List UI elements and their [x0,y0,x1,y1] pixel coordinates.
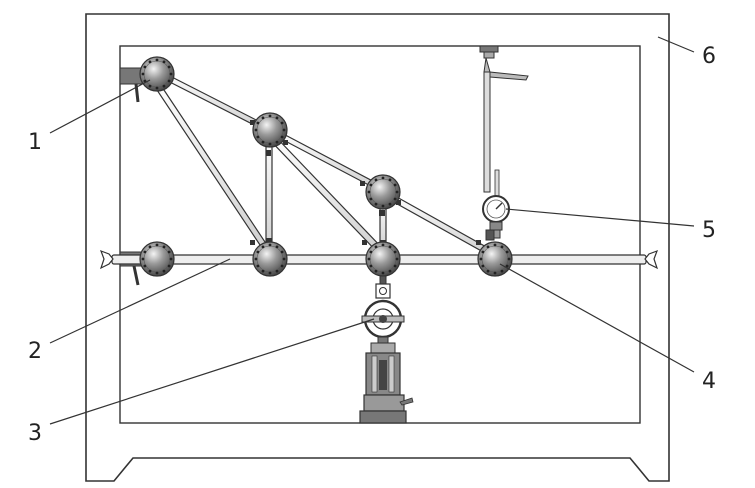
callout-4: 4 [702,369,716,394]
leader-5 [505,208,695,227]
leader-4 [499,263,695,373]
callout-2: 2 [28,339,42,364]
dial-gauge-assembly [479,45,529,241]
right-star-support [644,249,659,270]
left-star-support [99,249,114,270]
joint-bottom-4 [477,241,513,277]
joint-top-left [139,56,175,92]
loading-stand [359,275,414,424]
leader-2 [49,258,231,344]
callout-6: 6 [702,44,716,69]
joint-bottom-3 [365,241,401,277]
callout-3: 3 [28,421,42,446]
callout-1: 1 [28,130,42,155]
callout-5: 5 [702,218,716,243]
joint-upper-right [365,174,401,210]
leader-6 [657,36,695,53]
joint-bottom-left [139,241,175,277]
leader-1 [49,79,151,134]
leader-3 [49,318,375,425]
joint-upper-mid [252,112,288,148]
truss-members [150,70,498,259]
joint-bottom-2 [252,241,288,277]
leader-lines [49,36,695,425]
